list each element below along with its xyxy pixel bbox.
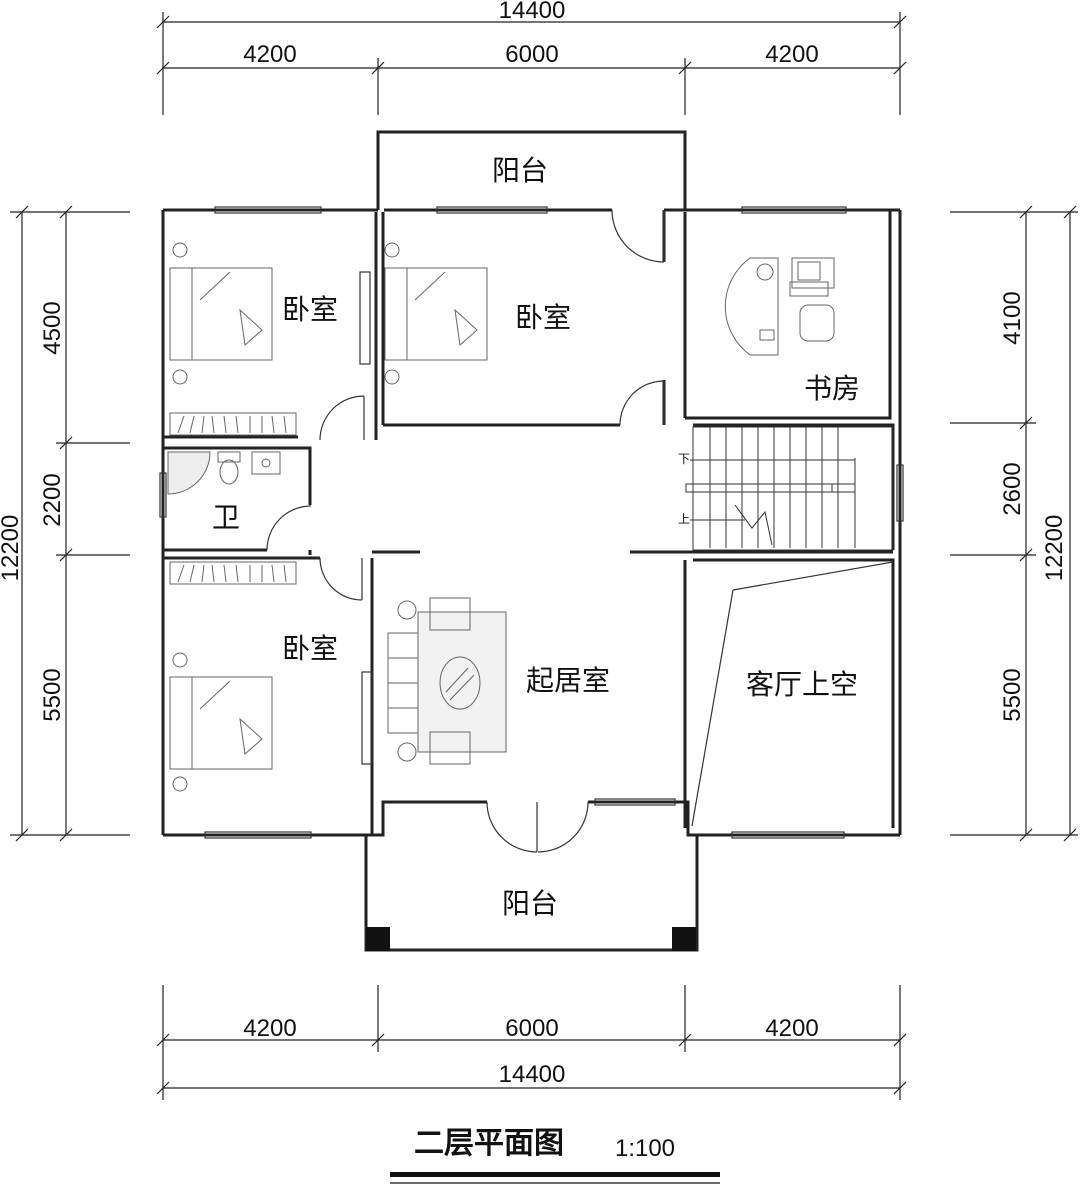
- doors: [266, 209, 665, 853]
- sofa-set: [387, 597, 507, 765]
- wardrobe-top: [169, 412, 297, 436]
- top-total-dimension: 14400: [499, 0, 566, 24]
- room-label-bedroom-1: 卧室: [282, 293, 338, 326]
- top-dimension-2: 6000: [505, 41, 558, 68]
- top-dimension-lines: [156, 12, 907, 115]
- left-total-dimension: 12200: [0, 515, 24, 582]
- column-left: [366, 927, 390, 951]
- staircase: [685, 426, 894, 551]
- drawing-title: 二层平面图: [414, 1126, 564, 1161]
- bottom-dimension-3: 4200: [765, 1015, 818, 1042]
- top-dimension-3: 4200: [765, 41, 818, 68]
- room-label-bedroom-3: 卧室: [282, 632, 338, 665]
- stair-up-label: 上: [678, 512, 690, 526]
- windows: [159, 206, 904, 839]
- bed-bedroom-2: [384, 242, 488, 385]
- room-label-family-room: 起居室: [526, 664, 610, 697]
- bathroom-fixtures: [167, 451, 281, 495]
- wardrobe-bottom: [169, 561, 297, 585]
- bottom-total-dimension: 14400: [499, 1061, 566, 1088]
- column-right: [672, 927, 696, 951]
- left-dimension-2: 2200: [39, 473, 66, 526]
- drawing-scale: 1:100: [615, 1135, 675, 1162]
- living-void-lines: [691, 561, 894, 827]
- top-dimension-1: 4200: [243, 41, 296, 68]
- left-dimension-lines: [10, 205, 130, 842]
- room-label-bathroom: 卫: [212, 501, 240, 534]
- right-dimension-lines: [950, 205, 1078, 842]
- stair-down-label: 下: [678, 452, 690, 466]
- bed-bedroom-3: [169, 652, 273, 792]
- study-desk: [724, 257, 835, 356]
- room-label-balcony-top: 阳台: [492, 154, 548, 187]
- room-label-study: 书房: [804, 372, 860, 405]
- room-label-balcony-bottom: 阳台: [502, 887, 558, 920]
- right-dimension-2: 2600: [999, 462, 1026, 515]
- bottom-dimension-1: 4200: [243, 1015, 296, 1042]
- left-dimension-1: 4500: [39, 301, 66, 354]
- bottom-dimension-2: 6000: [505, 1015, 558, 1042]
- bed-bedroom-1: [169, 242, 273, 385]
- bottom-dimension-lines: [156, 985, 907, 1100]
- right-total-dimension: 12200: [1041, 515, 1068, 582]
- walls: [161, 130, 902, 952]
- right-dimension-1: 4100: [999, 291, 1026, 344]
- left-dimension-3: 5500: [39, 668, 66, 721]
- room-label-living-void: 客厅上空: [746, 668, 858, 701]
- title-underline-thick: [390, 1172, 720, 1177]
- room-label-bedroom-2: 卧室: [515, 301, 571, 334]
- right-dimension-3: 5500: [999, 668, 1026, 721]
